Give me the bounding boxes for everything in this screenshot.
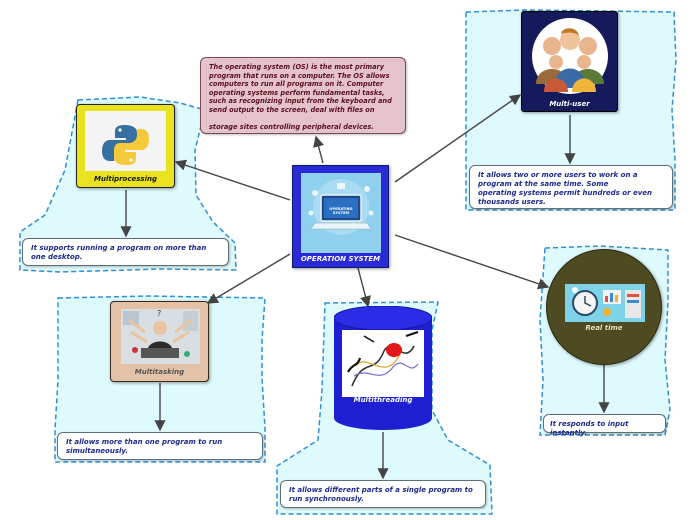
threads-icon: [347, 331, 419, 387]
os-illustration: OPERATING SYSTEM: [301, 173, 381, 253]
multithreading-node[interactable]: Multithreading: [334, 306, 432, 432]
realtime-label: Real time: [585, 324, 623, 332]
multitasking-node[interactable]: ? Multitasking: [110, 301, 209, 382]
center-node[interactable]: OPERATING SYSTEM OPERATION SYSTEM: [292, 165, 389, 268]
multiprocessing-image: [85, 111, 166, 171]
multiprocessing-node[interactable]: Multiprocessing: [76, 104, 175, 188]
multiprocessing-desc: It supports running a program on more th…: [22, 238, 229, 266]
os-screen-text: OPERATING SYSTEM: [329, 207, 353, 215]
realtime-node[interactable]: Real time: [546, 249, 662, 365]
multithreading-label: Multithreading: [353, 396, 413, 404]
multiprocessing-label: Multiprocessing: [94, 175, 157, 183]
multithreading-desc: It allows different parts of a single pr…: [280, 480, 486, 508]
multiuser-node[interactable]: Multi-user: [521, 11, 618, 112]
busy-worker-icon: ?: [121, 309, 200, 364]
definition-box: The operating system (OS) is the most pr…: [200, 57, 406, 134]
realtime-desc: It responds to input instantly.: [543, 414, 666, 437]
laptop-icon: [301, 173, 381, 253]
users-group-icon: [532, 18, 608, 94]
clock-dashboard-icon: [565, 284, 645, 322]
multitasking-desc: It allows more than one program to run s…: [57, 432, 263, 460]
multitasking-label: Multitasking: [134, 368, 185, 376]
svg-text:?: ?: [157, 309, 161, 318]
multiuser-label: Multi-user: [549, 100, 590, 108]
multiuser-desc: It allows two or more users to work on a…: [469, 165, 673, 209]
center-label: OPERATION SYSTEM: [300, 255, 381, 263]
cylinder-shape: [334, 306, 432, 430]
python-logo-icon: [102, 125, 149, 165]
connectors: [120, 94, 610, 480]
